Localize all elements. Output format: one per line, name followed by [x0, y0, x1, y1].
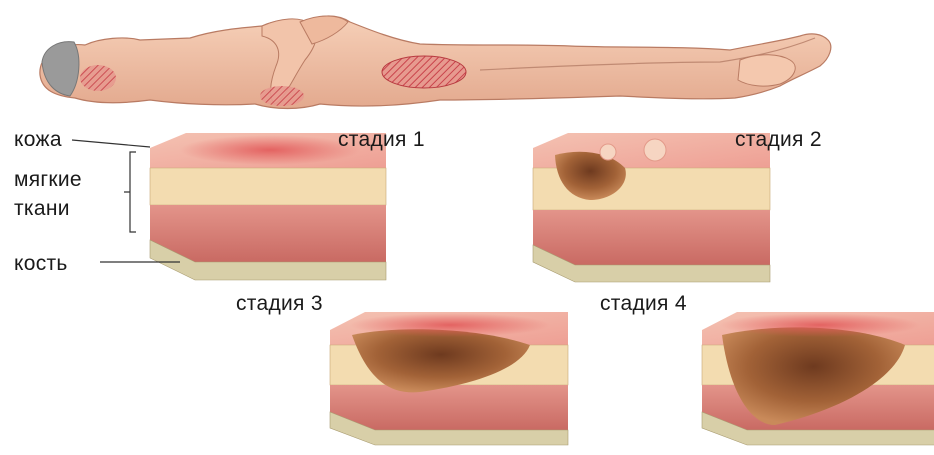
blister: [644, 139, 666, 161]
redness-area: [350, 313, 550, 337]
stage-1-title: стадия 1: [338, 128, 425, 152]
label-soft-tissue-line-2: ткани: [14, 197, 70, 221]
stage-4-title: стадия 4: [600, 292, 687, 316]
label-bone: кость: [14, 252, 68, 276]
label-soft-tissue-line-1: мягкие: [14, 168, 82, 192]
tissue-block-stage-4: [702, 312, 934, 445]
tissue-block-stage-2: [533, 133, 770, 282]
blister: [600, 144, 616, 160]
label-skin: кожа: [14, 128, 62, 152]
redness-area: [720, 313, 920, 337]
pressure-zone-head: [80, 65, 116, 91]
muscle-layer: [330, 385, 568, 430]
pressure-zone-sacrum: [382, 56, 466, 88]
stage-3-title: стадия 3: [236, 292, 323, 316]
redness-area: [180, 135, 360, 165]
soft-tissue-bracket: [124, 152, 136, 232]
tissue-block-stage-3: [330, 312, 568, 445]
stage-2-title: стадия 2: [735, 128, 822, 152]
fat-layer: [150, 168, 386, 205]
lying-body-figure: [40, 16, 831, 109]
muscle-layer: [150, 205, 386, 262]
pressure-zone-shoulder: [260, 86, 304, 106]
tissue-block-stage-1: [150, 133, 386, 280]
skin-leader: [72, 140, 150, 147]
muscle-layer: [533, 210, 770, 265]
